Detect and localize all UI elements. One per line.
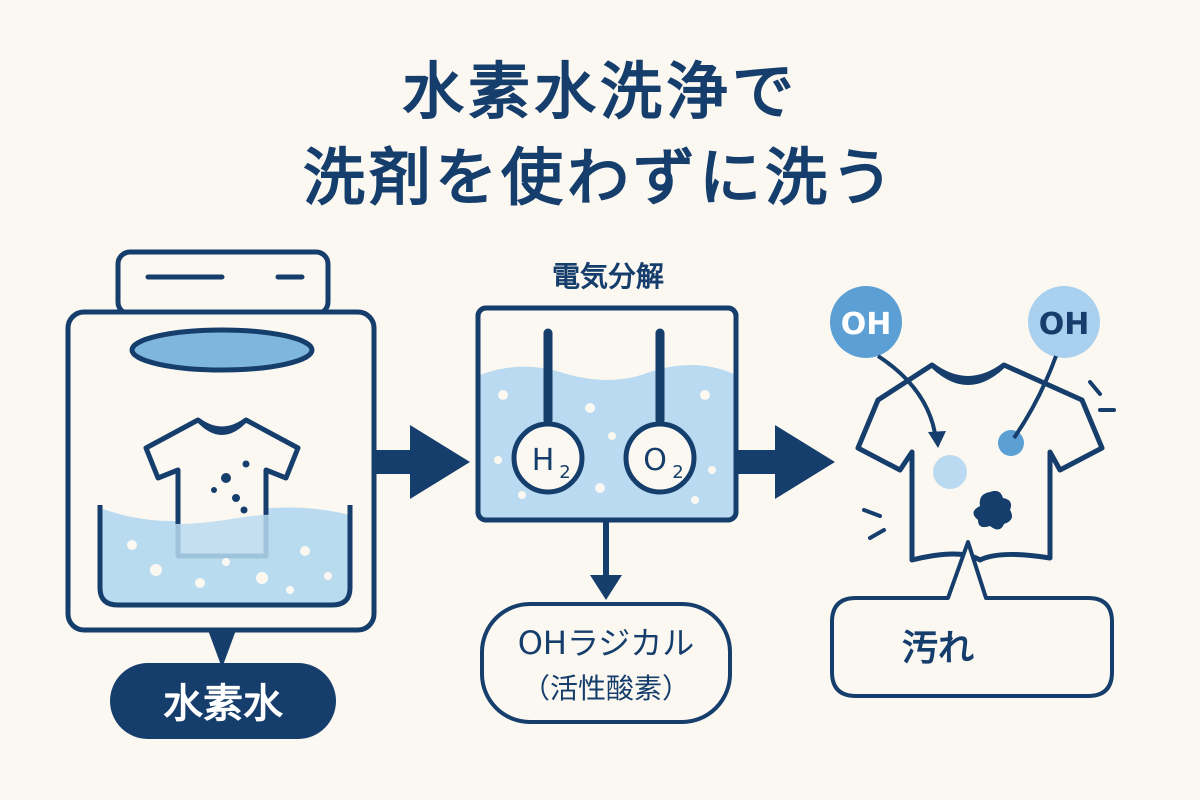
oh-bubble-left-icon: OH: [830, 286, 902, 358]
hydrogen-water-label: 水素水: [163, 681, 284, 727]
arrow-right-icon: [736, 425, 835, 499]
o2-sub-label: 2: [672, 462, 683, 483]
title-line-2: 洗剤を使わずに洗う: [302, 141, 897, 214]
stain-label: 汚れ: [902, 628, 974, 669]
h2-sub-label: 2: [559, 462, 570, 483]
arrow-right-icon: [374, 425, 470, 499]
oxygen-molecule-icon: O 2: [623, 421, 697, 495]
hydrogen-molecule-icon: H 2: [511, 421, 585, 495]
stained-shirt-icon: [855, 362, 1116, 563]
o2-main-label: O: [643, 443, 667, 478]
oh-bubble-right-icon: OH: [1028, 286, 1100, 358]
title-line-1: 水素水洗浄で: [401, 55, 798, 128]
oh-attack-arrows: [876, 354, 1058, 448]
hydrogen-water-badge: 水素水: [110, 630, 336, 739]
stain-callout: 汚れ: [830, 540, 1114, 698]
oh-radical-label: OHラジカル: [518, 624, 695, 662]
h2-main-label: H: [532, 443, 555, 478]
active-oxygen-label: （活性酸素）: [522, 672, 690, 705]
oh-left-label: OH: [841, 307, 892, 342]
electrolysis-heading: 電気分解: [552, 260, 664, 293]
arrow-down-icon: [590, 520, 622, 600]
electrolysis-tank-icon: H 2 O 2: [475, 305, 739, 523]
washing-machine-icon: [65, 249, 377, 633]
oh-radical-box: OHラジカル （活性酸素）: [480, 602, 732, 724]
oh-right-label: OH: [1039, 307, 1090, 342]
